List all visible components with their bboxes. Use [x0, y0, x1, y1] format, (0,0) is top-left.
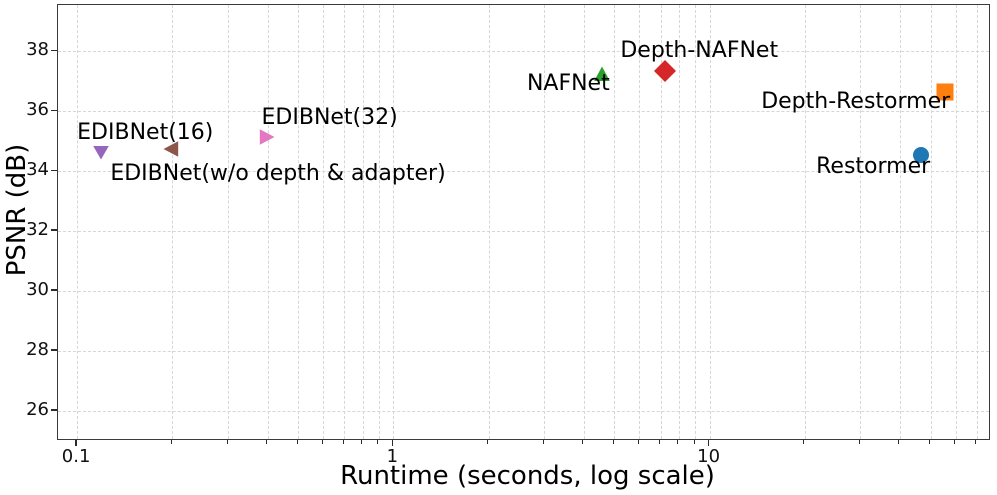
x-tick-label: 0.1: [61, 446, 91, 467]
gridline-vertical: [488, 5, 490, 439]
gridline-vertical: [899, 5, 901, 439]
x-minor-tick: [612, 440, 614, 444]
plot-area: [57, 4, 990, 440]
x-minor-tick: [898, 440, 900, 444]
gridline-vertical: [955, 5, 957, 439]
gridline-vertical: [267, 5, 269, 439]
x-minor-tick: [693, 440, 695, 444]
x-minor-tick: [170, 440, 172, 444]
marker-depth-nafnet-diamond-icon: [654, 60, 677, 83]
marker-edibnet-16-triangle-down-icon: [93, 146, 109, 160]
x-minor-tick: [321, 440, 323, 444]
y-major-tick: [51, 409, 57, 411]
x-minor-tick: [659, 440, 661, 444]
y-axis-label: PSNR (dB): [2, 143, 32, 277]
y-major-tick: [51, 229, 57, 231]
x-minor-tick: [266, 440, 268, 444]
gridline-vertical: [228, 5, 229, 439]
y-tick-label: 32: [26, 219, 49, 241]
gridline-horizontal: [58, 171, 989, 173]
gridline-vertical: [378, 5, 380, 439]
x-minor-tick: [296, 440, 298, 444]
gridline-horizontal: [58, 291, 989, 293]
gridline-horizontal: [58, 411, 989, 413]
x-minor-tick: [677, 440, 679, 444]
x-minor-tick: [803, 440, 805, 444]
x-major-tick: [707, 440, 710, 446]
gridline-vertical: [709, 5, 711, 439]
x-minor-tick: [361, 440, 363, 444]
x-minor-tick: [542, 440, 544, 444]
gridline-horizontal: [58, 51, 989, 53]
marker-edibnet-w-o-depth-adapter-triangle-left-icon: [163, 141, 179, 158]
x-minor-tick: [377, 440, 379, 444]
marker-depth-restormer-square-icon: [936, 83, 954, 101]
x-tick-label: 1: [386, 446, 399, 467]
gridline-vertical: [298, 5, 300, 439]
gridline-vertical: [860, 5, 862, 439]
x-axis-label: Runtime (seconds, log scale): [340, 461, 715, 491]
gridline-vertical: [544, 5, 546, 439]
gridline-vertical: [323, 5, 325, 439]
gridline-vertical: [172, 5, 174, 439]
gridline-vertical: [678, 5, 680, 439]
gridline-vertical: [804, 5, 806, 439]
gridline-horizontal: [58, 231, 989, 233]
marker-edibnet-32-triangle-right-icon: [259, 129, 275, 146]
gridline-vertical: [976, 5, 978, 439]
x-minor-tick: [954, 440, 956, 444]
x-minor-tick: [929, 440, 931, 444]
y-major-tick: [51, 109, 57, 112]
point-label-depth-restormer: Depth-Restormer: [761, 89, 951, 115]
gridline-vertical: [639, 5, 641, 439]
x-minor-tick: [226, 440, 228, 444]
gridline-vertical: [695, 5, 697, 439]
y-tick-label: 38: [26, 39, 49, 61]
y-major-tick: [51, 289, 57, 291]
gridline-vertical: [660, 5, 662, 439]
x-minor-tick: [975, 440, 977, 444]
x-minor-tick: [858, 440, 860, 444]
x-minor-tick: [582, 440, 584, 444]
y-tick-label: 30: [26, 279, 49, 301]
gridline-vertical: [344, 5, 346, 439]
y-tick-label: 26: [26, 399, 49, 421]
y-tick-label: 36: [26, 99, 49, 121]
y-major-tick: [51, 349, 57, 351]
gridline-vertical: [614, 5, 616, 439]
gridline-vertical: [583, 5, 585, 439]
gridline-vertical: [393, 5, 395, 439]
marker-restormer-circle-icon: [913, 147, 930, 164]
y-major-tick: [51, 169, 57, 172]
gridline-vertical: [930, 5, 932, 439]
point-label-edibnet-w-o-depth-adapter: EDIBNet(w/o depth & adapter): [110, 161, 446, 187]
point-label-nafnet: NAFNet: [526, 71, 610, 97]
point-label-depth-nafnet: Depth-NAFNet: [620, 38, 779, 64]
point-label-restormer: Restormer: [816, 154, 931, 180]
gridline-vertical: [362, 5, 364, 439]
gridline-vertical: [77, 5, 79, 439]
x-major-tick: [391, 440, 394, 446]
y-tick-label: 28: [26, 339, 49, 361]
x-major-tick: [75, 440, 77, 446]
x-tick-label: 10: [697, 446, 721, 467]
point-label-edibnet-16: EDIBNet(16): [77, 120, 214, 146]
x-minor-tick: [487, 440, 489, 444]
marker-nafnet-triangle-up-icon: [594, 66, 610, 82]
gridline-horizontal: [58, 351, 989, 353]
x-minor-tick: [637, 440, 639, 444]
x-minor-tick: [342, 440, 344, 444]
gridline-horizontal: [58, 111, 989, 113]
point-label-edibnet-32: EDIBNet(32): [261, 105, 398, 131]
y-major-tick: [51, 49, 57, 52]
y-tick-label: 34: [26, 159, 49, 181]
